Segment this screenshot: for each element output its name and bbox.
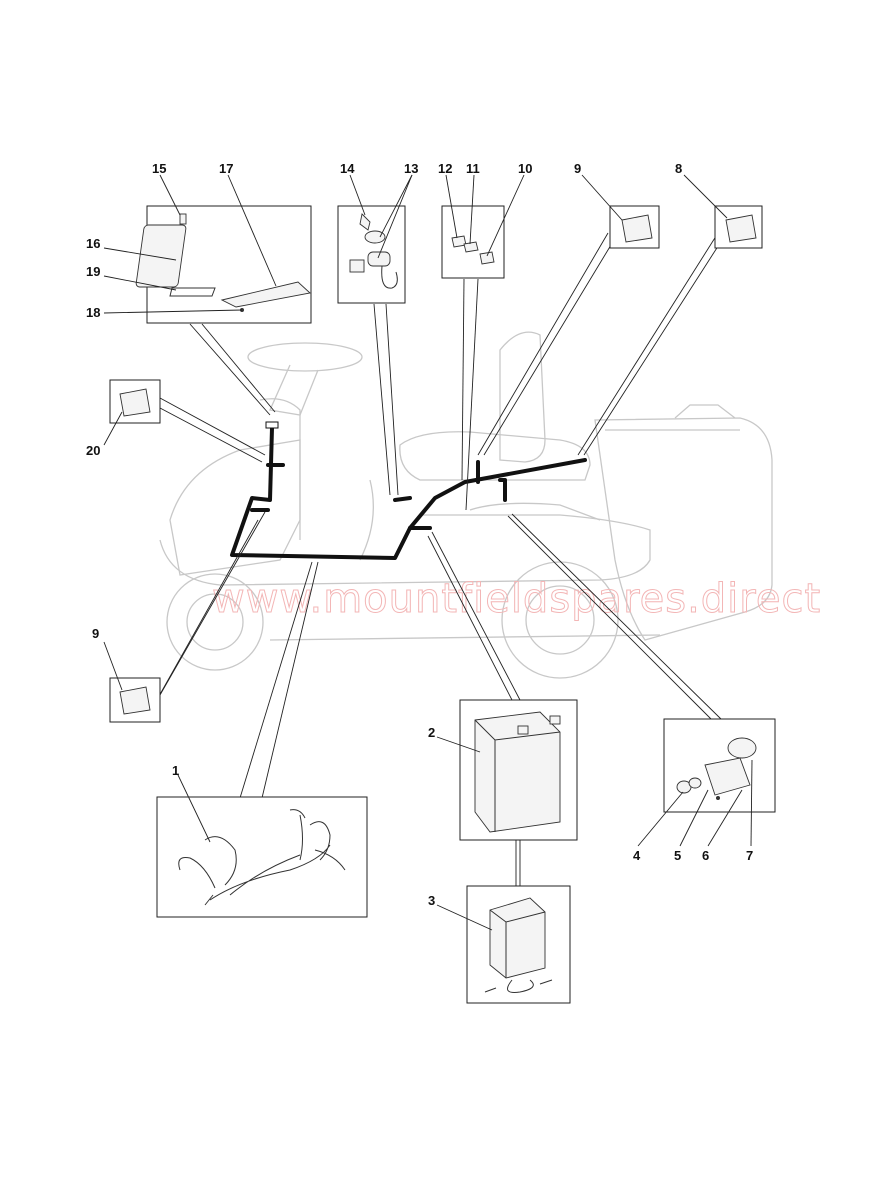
detail-box-harness xyxy=(156,796,368,918)
callout-1: 1 xyxy=(172,763,179,778)
detail-box-charger xyxy=(466,885,571,1004)
callout-15: 15 xyxy=(152,161,166,176)
callout-5: 5 xyxy=(674,848,681,863)
callout-3: 3 xyxy=(428,893,435,908)
callout-9-bottom: 9 xyxy=(92,626,99,641)
watermark-text: www.mountfieldspares.direct xyxy=(212,576,821,622)
callout-10: 10 xyxy=(518,161,532,176)
circuit-board-part xyxy=(220,281,311,308)
detail-box-battery xyxy=(459,699,578,841)
mower-outline xyxy=(159,331,773,679)
battery-terminal-part xyxy=(549,715,561,725)
battery-part xyxy=(474,711,561,833)
detail-box-ignition xyxy=(337,205,406,304)
callout-16: 16 xyxy=(86,236,100,251)
callout-19: 19 xyxy=(86,264,100,279)
callout-11: 11 xyxy=(466,161,480,176)
control-module-part xyxy=(135,224,187,288)
solenoid-part xyxy=(704,757,751,796)
callout-numbers: 15 17 16 19 18 14 13 12 11 10 9 8 20 9 1… xyxy=(86,161,753,908)
ignition-nut-part xyxy=(364,230,386,244)
detail-box-switch-20 xyxy=(109,379,161,424)
callout-4: 4 xyxy=(633,848,641,863)
micro-switch-part xyxy=(119,686,151,715)
ignition-key-part xyxy=(359,213,371,231)
callout-17: 17 xyxy=(219,161,233,176)
battery-terminal-part xyxy=(517,725,529,735)
switch-10-part xyxy=(479,251,495,265)
callout-leaders xyxy=(103,174,753,931)
detail-box-ecu xyxy=(135,205,312,324)
callout-20: 20 xyxy=(86,443,100,458)
micro-switch-part xyxy=(119,388,151,417)
micro-switch-part xyxy=(725,214,757,243)
callout-7: 7 xyxy=(746,848,753,863)
fuse-part xyxy=(179,213,187,225)
ignition-switch-part xyxy=(367,251,391,267)
detail-box-switch-8 xyxy=(714,205,763,249)
callout-9-top: 9 xyxy=(574,161,581,176)
callout-8: 8 xyxy=(675,161,682,176)
switch-11-part xyxy=(463,241,479,253)
washer-part xyxy=(688,777,702,789)
detail-box-switches xyxy=(441,205,505,279)
callout-6: 6 xyxy=(702,848,709,863)
callout-18: 18 xyxy=(86,305,100,320)
callout-12: 12 xyxy=(438,161,452,176)
micro-switch-part xyxy=(621,214,653,243)
callout-2: 2 xyxy=(428,725,435,740)
callout-13: 13 xyxy=(404,161,418,176)
detail-box-switch-9-top xyxy=(609,205,660,249)
detail-box-solenoid xyxy=(663,718,776,813)
callout-14: 14 xyxy=(340,161,355,176)
detail-box-switch-9-bottom xyxy=(109,677,161,723)
wiring-harness-routing xyxy=(230,421,587,560)
leader-lines xyxy=(153,232,723,886)
ignition-plug-part xyxy=(349,259,365,273)
solenoid-cover-part xyxy=(727,737,757,759)
charger-part xyxy=(489,897,546,979)
